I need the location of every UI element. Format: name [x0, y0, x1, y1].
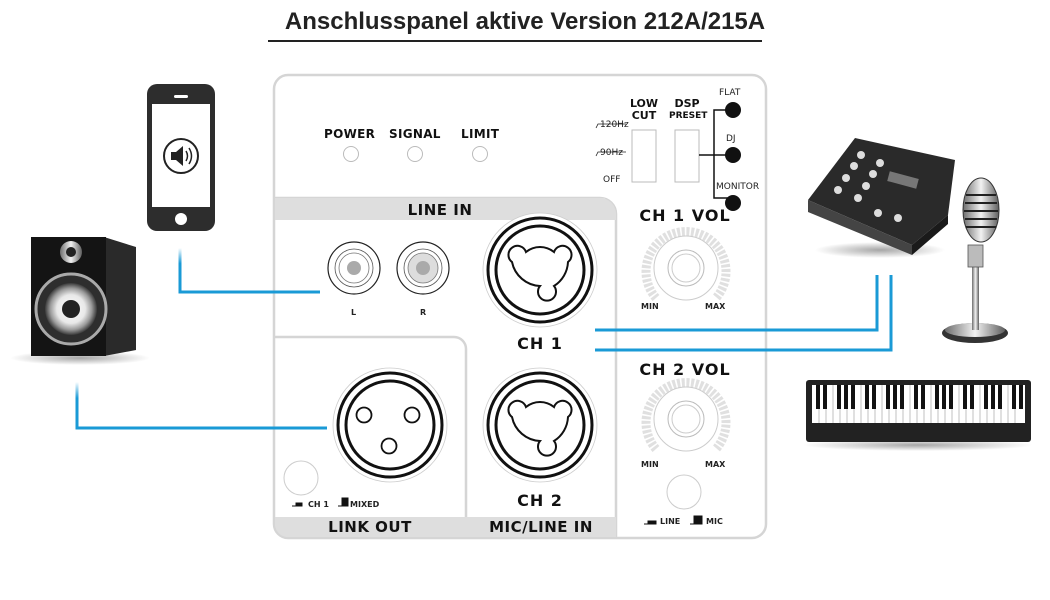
ch2-switch-line-label: LINE	[660, 517, 681, 526]
low-cut-option-off: OFF	[603, 175, 621, 185]
mixer-console-icon	[808, 138, 955, 258]
dsp-label-line2: PRESET	[669, 111, 708, 121]
microphone-icon	[942, 177, 1008, 343]
rca-left-label: L	[351, 308, 357, 317]
low-cut-label: LOW CUT	[626, 98, 662, 122]
dsp-option-monitor: MONITOR	[716, 182, 760, 192]
link-out-switch-ch1-label: CH 1	[308, 500, 329, 509]
led-indicators	[343, 146, 488, 162]
xlr-link-out-jack[interactable]	[332, 367, 448, 483]
ch2-switch-mic-label: MIC	[706, 517, 723, 526]
led-label-power: POWER	[324, 127, 376, 141]
ch2-volume-knob[interactable]	[641, 378, 731, 452]
ch2-line-mic-button[interactable]	[644, 474, 703, 525]
ch2-vol-min: MIN	[641, 460, 659, 469]
dsp-label-line1: DSP	[674, 97, 700, 110]
link-out-switch-mixed-label: MIXED	[350, 500, 380, 509]
preset-dj-dot	[725, 147, 741, 163]
cables	[75, 248, 893, 430]
low-cut-label-line1: LOW	[629, 97, 659, 110]
mic-line-in-section-label: MIC/LINE IN	[489, 518, 593, 536]
ch1-vol-max: MAX	[705, 302, 726, 311]
dsp-option-dj: DJ	[726, 134, 736, 144]
ch2-vol-label: CH 2 VOL	[639, 360, 731, 379]
dsp-preset-switch[interactable]	[674, 102, 741, 211]
smartphone-icon	[147, 84, 215, 231]
ch1-volume-knob[interactable]	[641, 227, 731, 301]
rca-right-label: R	[420, 308, 427, 317]
link-out-mode-button[interactable]	[283, 460, 349, 507]
ch1-vol-min: MIN	[641, 302, 659, 311]
cable-link-out-to-speaker	[75, 382, 327, 430]
low-cut-option-120hz: 120Hz	[600, 120, 629, 130]
dsp-label: DSP PRESET	[669, 97, 708, 122]
ch1-jack-label: CH 1	[517, 334, 563, 353]
rca-jack-right[interactable]	[396, 241, 450, 295]
led-label-signal: SIGNAL	[389, 127, 441, 141]
line-in-section-label: LINE IN	[407, 201, 473, 219]
combo-jack-ch1[interactable]	[482, 212, 598, 328]
dsp-option-flat: FLAT	[719, 88, 741, 98]
piano-keyboard-icon	[803, 380, 1033, 451]
title-underline	[268, 40, 762, 42]
low-cut-option-90hz: 90Hz	[600, 148, 623, 158]
preset-monitor-dot	[725, 195, 741, 211]
loudspeaker-icon	[10, 237, 150, 365]
led-label-limit: LIMIT	[461, 127, 500, 141]
combo-jack-ch2[interactable]	[482, 367, 598, 483]
ch1-vol-label: CH 1 VOL	[639, 206, 731, 225]
preset-flat-dot	[725, 102, 741, 118]
page-title: Anschlusspanel aktive Version 212A/215A	[284, 8, 766, 35]
ch2-vol-max: MAX	[705, 460, 726, 469]
rca-jack-left[interactable]	[327, 241, 381, 295]
ch2-jack-label: CH 2	[517, 491, 563, 510]
low-cut-switch[interactable]	[595, 123, 657, 183]
low-cut-label-line2: CUT	[631, 109, 657, 122]
link-out-section-label: LINK OUT	[328, 518, 412, 536]
